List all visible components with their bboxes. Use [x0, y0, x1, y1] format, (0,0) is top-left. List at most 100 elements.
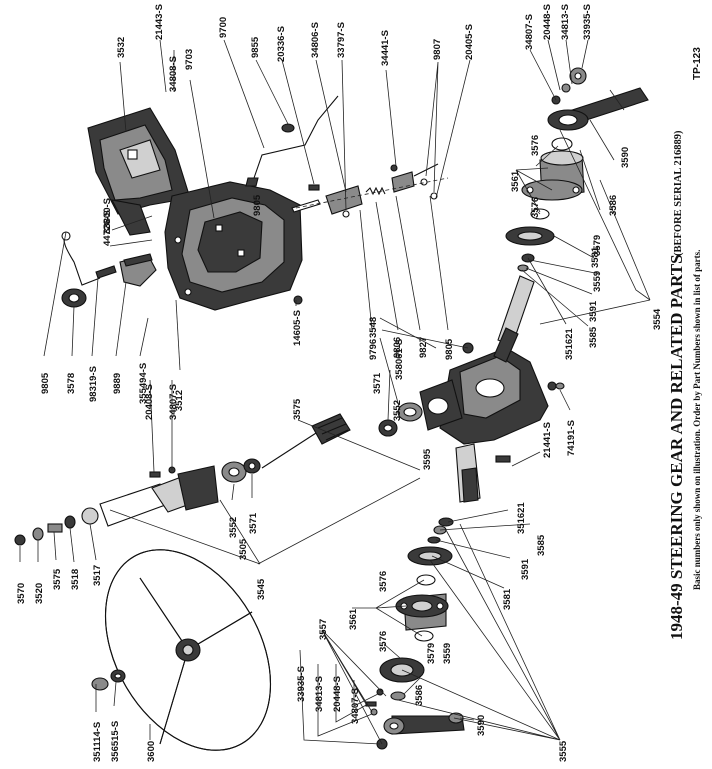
- label-3561-b: 3561: [348, 608, 359, 630]
- label-34813s-b: 34813-S: [314, 676, 325, 712]
- label-44726s: 44726-S: [102, 210, 113, 246]
- label-20336s: 20336-S: [276, 26, 287, 62]
- label-3590-b: 3590: [476, 715, 487, 736]
- flange-bearing-upper-3561: [521, 137, 585, 220]
- label-3548: 3548: [368, 317, 379, 338]
- label-3581-a: 3581: [590, 246, 601, 268]
- label-3578: 3578: [66, 373, 77, 394]
- label-3552-a: 3552: [392, 400, 403, 421]
- label-3545: 3545: [256, 578, 267, 600]
- label-351621-b: 351621: [516, 502, 527, 534]
- plug-74191s: [555, 382, 565, 390]
- label-3571-a: 3571: [372, 372, 383, 394]
- gasket-lower-3581: [407, 546, 453, 566]
- bolt-21441s: [495, 455, 511, 463]
- grommet-3578: [61, 288, 87, 308]
- label-74191s: 74191-S: [566, 420, 577, 456]
- label-3518: 3518: [70, 569, 81, 590]
- page-title: 1948-49 STEERING GEAR AND RELATED PARTS: [667, 254, 686, 640]
- column-jacket-3505: [99, 465, 219, 527]
- label-3576-d: 3576: [378, 631, 389, 652]
- label-98319s: 98319-S: [88, 366, 99, 402]
- label-356515s: 356515-S: [110, 721, 121, 762]
- spring-clip-9805: [61, 231, 101, 286]
- steering-gear-housing-3548: [419, 342, 557, 445]
- label-20448s-a: 20448-S: [542, 4, 553, 40]
- label-3585-a: 3585: [588, 326, 599, 348]
- label-3581-b: 3581: [502, 588, 513, 610]
- label-3520: 3520: [34, 583, 45, 604]
- label-3575-b: 3575: [52, 568, 63, 590]
- flange-bearing-lower-3561: [395, 574, 449, 642]
- label-3575-a: 3575: [292, 398, 303, 420]
- label-33800s: 33800-S: [102, 198, 113, 234]
- label-3557: 3557: [318, 619, 329, 640]
- label-3576-a: 3576: [530, 135, 541, 156]
- pitman-arm-lower-3590: [383, 712, 465, 735]
- bearings-left-3552: [221, 458, 261, 483]
- label-3552-b: 3552: [228, 517, 239, 538]
- label-3559-b: 3559: [442, 643, 453, 664]
- label-3559-a: 3559: [592, 271, 603, 292]
- label-3595: 3595: [422, 448, 433, 470]
- label-9889: 9889: [112, 373, 123, 394]
- label-33935s-b: 33935-S: [296, 666, 307, 702]
- bearing-cups-3552: [378, 402, 423, 437]
- label-33797s: 33797-S: [336, 22, 347, 58]
- label-34808s: 34808-S: [168, 56, 179, 92]
- shift-bracket-34806s: [325, 185, 363, 218]
- label-3591-b: 3591: [520, 558, 531, 580]
- steering-wheel-3600: [104, 549, 272, 751]
- label-9796: 9796: [368, 339, 379, 360]
- page-subtitle: (BEFORE SERIAL 216889): [673, 130, 684, 256]
- pin-9855: [281, 123, 295, 133]
- spring-9796: [365, 186, 386, 196]
- label-21443s: 21443-S: [154, 4, 165, 40]
- label-34807s-c: 34807-S: [350, 688, 361, 724]
- gearshift-lever-9700: [245, 95, 339, 187]
- label-14605s: 14605-S: [292, 310, 303, 346]
- label-34807s-a: 34807-S: [524, 14, 535, 50]
- label-9855: 9855: [250, 36, 261, 58]
- label-3505: 3505: [238, 538, 249, 560]
- sector-shaft-lower-3595: [455, 443, 481, 503]
- label-34441s: 34441-S: [380, 30, 391, 66]
- sector-shaft-upper-3554: [493, 275, 535, 363]
- leader-lines: [19, 39, 651, 745]
- label-9806: 9806: [392, 337, 403, 358]
- part-number-labels: 3532 21443-S 34808-S 9703 9700 9855 2033…: [16, 4, 663, 762]
- label-3586-b: 3586: [414, 685, 425, 706]
- label-3579-b: 3579: [426, 643, 437, 664]
- washers-upper-3581: [517, 253, 535, 272]
- label-9807: 9807: [432, 39, 443, 60]
- label-3570: 3570: [16, 583, 27, 604]
- throttle-sector-9889: [119, 253, 157, 287]
- wheel-nut-351114s: [91, 669, 126, 691]
- label-20405s: 20405-S: [464, 24, 475, 60]
- label-3590-a: 3590: [620, 147, 631, 168]
- label-34806s: 34806-S: [310, 22, 321, 58]
- gasket-upper-3586: [547, 109, 589, 131]
- label-9805-b: 9805: [444, 338, 455, 360]
- label-3554: 3554: [652, 308, 663, 330]
- column-upper-bracket-3532: [87, 107, 191, 236]
- label-3555: 3555: [558, 740, 569, 762]
- label-9827: 9827: [418, 337, 429, 358]
- label-3591-a: 3591: [588, 300, 599, 322]
- label-3571-b: 3571: [248, 512, 259, 534]
- label-3576-c: 3576: [378, 571, 389, 592]
- gasket-plate-3579: [505, 226, 555, 246]
- label-20448s-b: 20448-S: [332, 676, 343, 712]
- plate-code: TP-123: [692, 47, 703, 80]
- label-9700: 9700: [218, 17, 229, 38]
- label-351114s: 351114-S: [92, 722, 103, 762]
- label-34813s-a: 34813-S: [560, 4, 571, 40]
- support-housing-3512: [164, 181, 303, 311]
- label-34807s-b: 34807-S: [168, 384, 179, 420]
- label-9805-a: 9805: [40, 372, 51, 394]
- label-3600: 3600: [146, 741, 157, 762]
- label-3586-a: 3586: [608, 195, 619, 216]
- label-3579-a: 3579: [592, 235, 603, 256]
- horn-button-parts: [14, 507, 99, 546]
- label-33935s-a: 33935-S: [582, 4, 593, 40]
